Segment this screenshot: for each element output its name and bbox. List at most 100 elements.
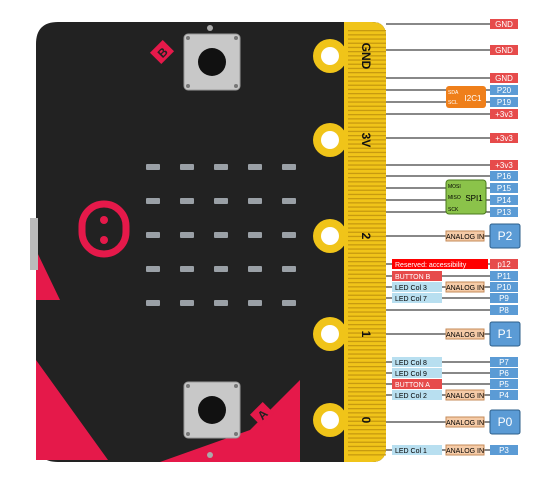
pin-label-p6: P6 xyxy=(499,369,509,378)
edge-finger xyxy=(348,353,386,355)
led xyxy=(282,232,296,238)
edge-finger xyxy=(348,122,386,124)
analog-in-label: ANALOG IN xyxy=(446,285,484,292)
edge-finger xyxy=(348,303,386,305)
edge-finger xyxy=(348,370,386,372)
edge-finger xyxy=(348,277,386,280)
led xyxy=(214,198,228,204)
i2c-block: SDA SCL I2C1 xyxy=(446,86,486,108)
function-label-led_col_9: LED Col 9 xyxy=(395,371,427,378)
pad-label-gnd: GND xyxy=(359,43,373,70)
edge-finger xyxy=(348,59,386,61)
pin-box-p15 xyxy=(490,183,518,193)
edge-finger xyxy=(348,177,386,179)
function-label-led_col_2: LED Col 2 xyxy=(395,393,427,400)
led xyxy=(248,164,262,170)
pad-box-p1 xyxy=(489,321,521,347)
edge-finger xyxy=(348,273,386,275)
analog-in-tag xyxy=(445,328,485,340)
function-band xyxy=(392,368,442,378)
edge-finger xyxy=(348,181,386,183)
pin-label-p3: P3 xyxy=(499,446,509,455)
edge-finger xyxy=(348,34,386,36)
edge-finger xyxy=(348,345,386,347)
edge-finger xyxy=(348,395,386,397)
pin-box-p10 xyxy=(490,282,518,292)
pin-label-v3_3: +3v3 xyxy=(495,161,513,170)
edge-finger xyxy=(348,311,386,313)
pin-label-p14: P14 xyxy=(497,196,512,205)
pin-labels: GNDGNDGNDP20P19+3v3+3v3+3v3P16P15P14P13p… xyxy=(392,19,521,456)
function-label-reserved: Reserved: accessibility xyxy=(395,262,467,269)
edge-finger xyxy=(348,139,386,141)
edge-finger xyxy=(348,219,386,221)
edge-finger xyxy=(348,185,386,187)
pin-label-p10: P10 xyxy=(497,283,512,292)
edge-finger xyxy=(348,412,386,414)
pin-box-v3_1 xyxy=(490,109,518,119)
edge-finger xyxy=(348,80,386,82)
edge-fingers xyxy=(348,30,386,456)
function-label-button_b: BUTTON B xyxy=(395,274,431,281)
edge-finger xyxy=(348,164,386,166)
pin-box-p4 xyxy=(490,390,518,400)
analog-in-tag xyxy=(445,230,485,242)
edge-finger xyxy=(348,51,386,53)
pin-box-v3_3 xyxy=(490,160,518,170)
led xyxy=(146,198,160,204)
pin-box-v3_2 xyxy=(490,133,518,143)
edge-finger xyxy=(348,202,386,204)
edge-finger xyxy=(348,135,386,137)
edge-finger xyxy=(348,437,386,439)
pad-label-1: 1 xyxy=(359,331,373,338)
analog-in-tag xyxy=(445,416,485,428)
function-label-button_a: BUTTON A xyxy=(395,382,430,389)
pin-label-gnd_3: GND xyxy=(495,74,513,83)
function-band xyxy=(392,271,442,281)
edge-finger xyxy=(348,101,386,103)
analog-in-tag xyxy=(445,444,485,456)
pin-label-v3_1: +3v3 xyxy=(495,110,513,119)
function-label-led_col_3: LED Col 3 xyxy=(395,285,427,292)
edge-finger xyxy=(348,214,386,217)
pin-label-gnd_1: GND xyxy=(495,20,513,29)
edge-finger xyxy=(348,97,386,99)
pin-box-p16 xyxy=(490,171,518,181)
led xyxy=(248,232,262,238)
i2c-label: I2C1 xyxy=(465,94,482,103)
edge-finger xyxy=(348,244,386,246)
function-band xyxy=(392,379,442,389)
function-band xyxy=(392,357,442,367)
edge-finger xyxy=(348,189,386,191)
pin-label-p4: P4 xyxy=(499,391,509,400)
function-label-led_col_7: LED Col 7 xyxy=(395,296,427,303)
sda-label: SDA xyxy=(448,90,459,96)
edge-finger xyxy=(348,172,386,175)
edge-finger xyxy=(348,265,386,267)
edge-finger xyxy=(348,387,386,389)
edge-finger xyxy=(348,76,386,78)
edge-finger xyxy=(348,38,386,40)
pad-gnd: GND xyxy=(313,39,373,73)
edge-finger xyxy=(348,168,386,170)
button-a[interactable] xyxy=(183,381,241,439)
led xyxy=(214,164,228,170)
pin-box-p7 xyxy=(490,357,518,367)
pin-box-p12 xyxy=(490,259,518,269)
pin-box-p13 xyxy=(490,207,518,217)
pin-box-p9 xyxy=(490,293,518,303)
edge-finger xyxy=(348,193,386,196)
pin-label-p12: p12 xyxy=(497,260,511,269)
edge-finger xyxy=(348,315,386,317)
edge-finger xyxy=(348,332,386,334)
pin-label-p16: P16 xyxy=(497,172,512,181)
edge-finger xyxy=(348,46,386,49)
button-b[interactable] xyxy=(183,33,241,91)
pad-label-3v: 3V xyxy=(359,133,373,148)
edge-finger xyxy=(348,118,386,120)
edge-finger xyxy=(348,408,386,410)
analog-in-label: ANALOG IN xyxy=(446,420,484,427)
edge-finger xyxy=(348,294,386,296)
edge-finger xyxy=(348,240,386,242)
edge-finger xyxy=(348,143,386,145)
